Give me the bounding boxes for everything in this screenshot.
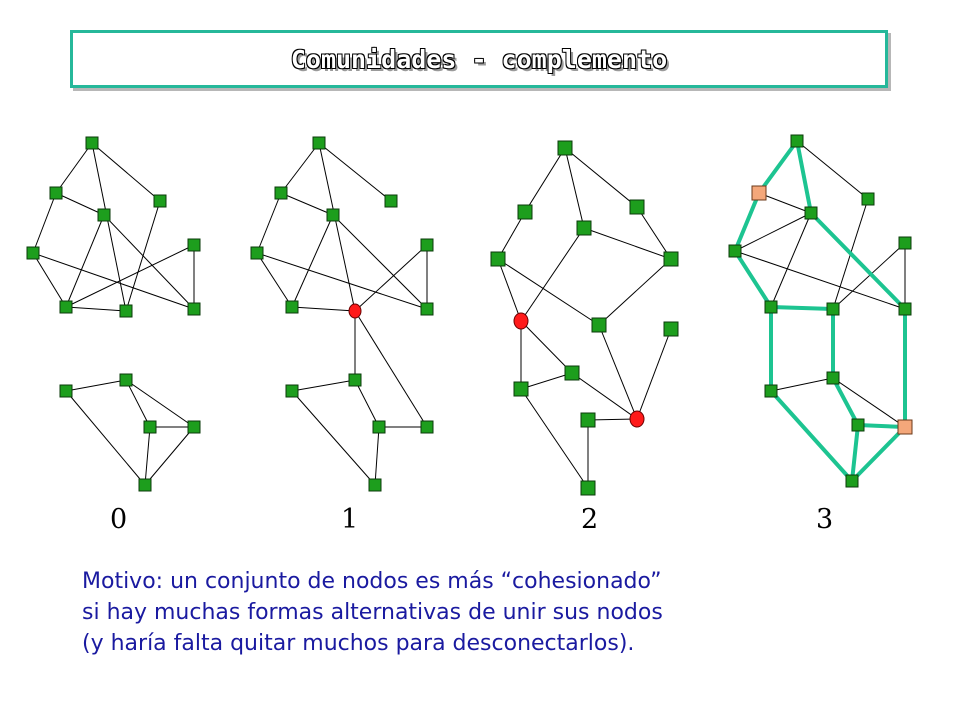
graph-label-2: 2: [581, 504, 599, 535]
graph-3: [728, 134, 913, 488]
slide-title: Comunidades - complemento: [290, 44, 668, 74]
graph-label-1: 1: [341, 504, 359, 535]
caption-line-3: (y haría falta quitar muchos para descon…: [82, 631, 635, 656]
title-box: Comunidades - complemento: [70, 30, 888, 88]
graph-0: [26, 136, 201, 492]
graph-label-3: 3: [816, 504, 834, 535]
caption-line-1: Motivo: un conjunto de nodos es más “coh…: [82, 569, 662, 594]
caption: Motivo: un conjunto de nodos es más “coh…: [82, 566, 882, 659]
graph-1: [250, 136, 434, 492]
graph-2: [490, 140, 679, 496]
graph-label-0: 0: [110, 504, 128, 535]
caption-line-2: si hay muchas formas alternativas de uni…: [82, 600, 663, 625]
